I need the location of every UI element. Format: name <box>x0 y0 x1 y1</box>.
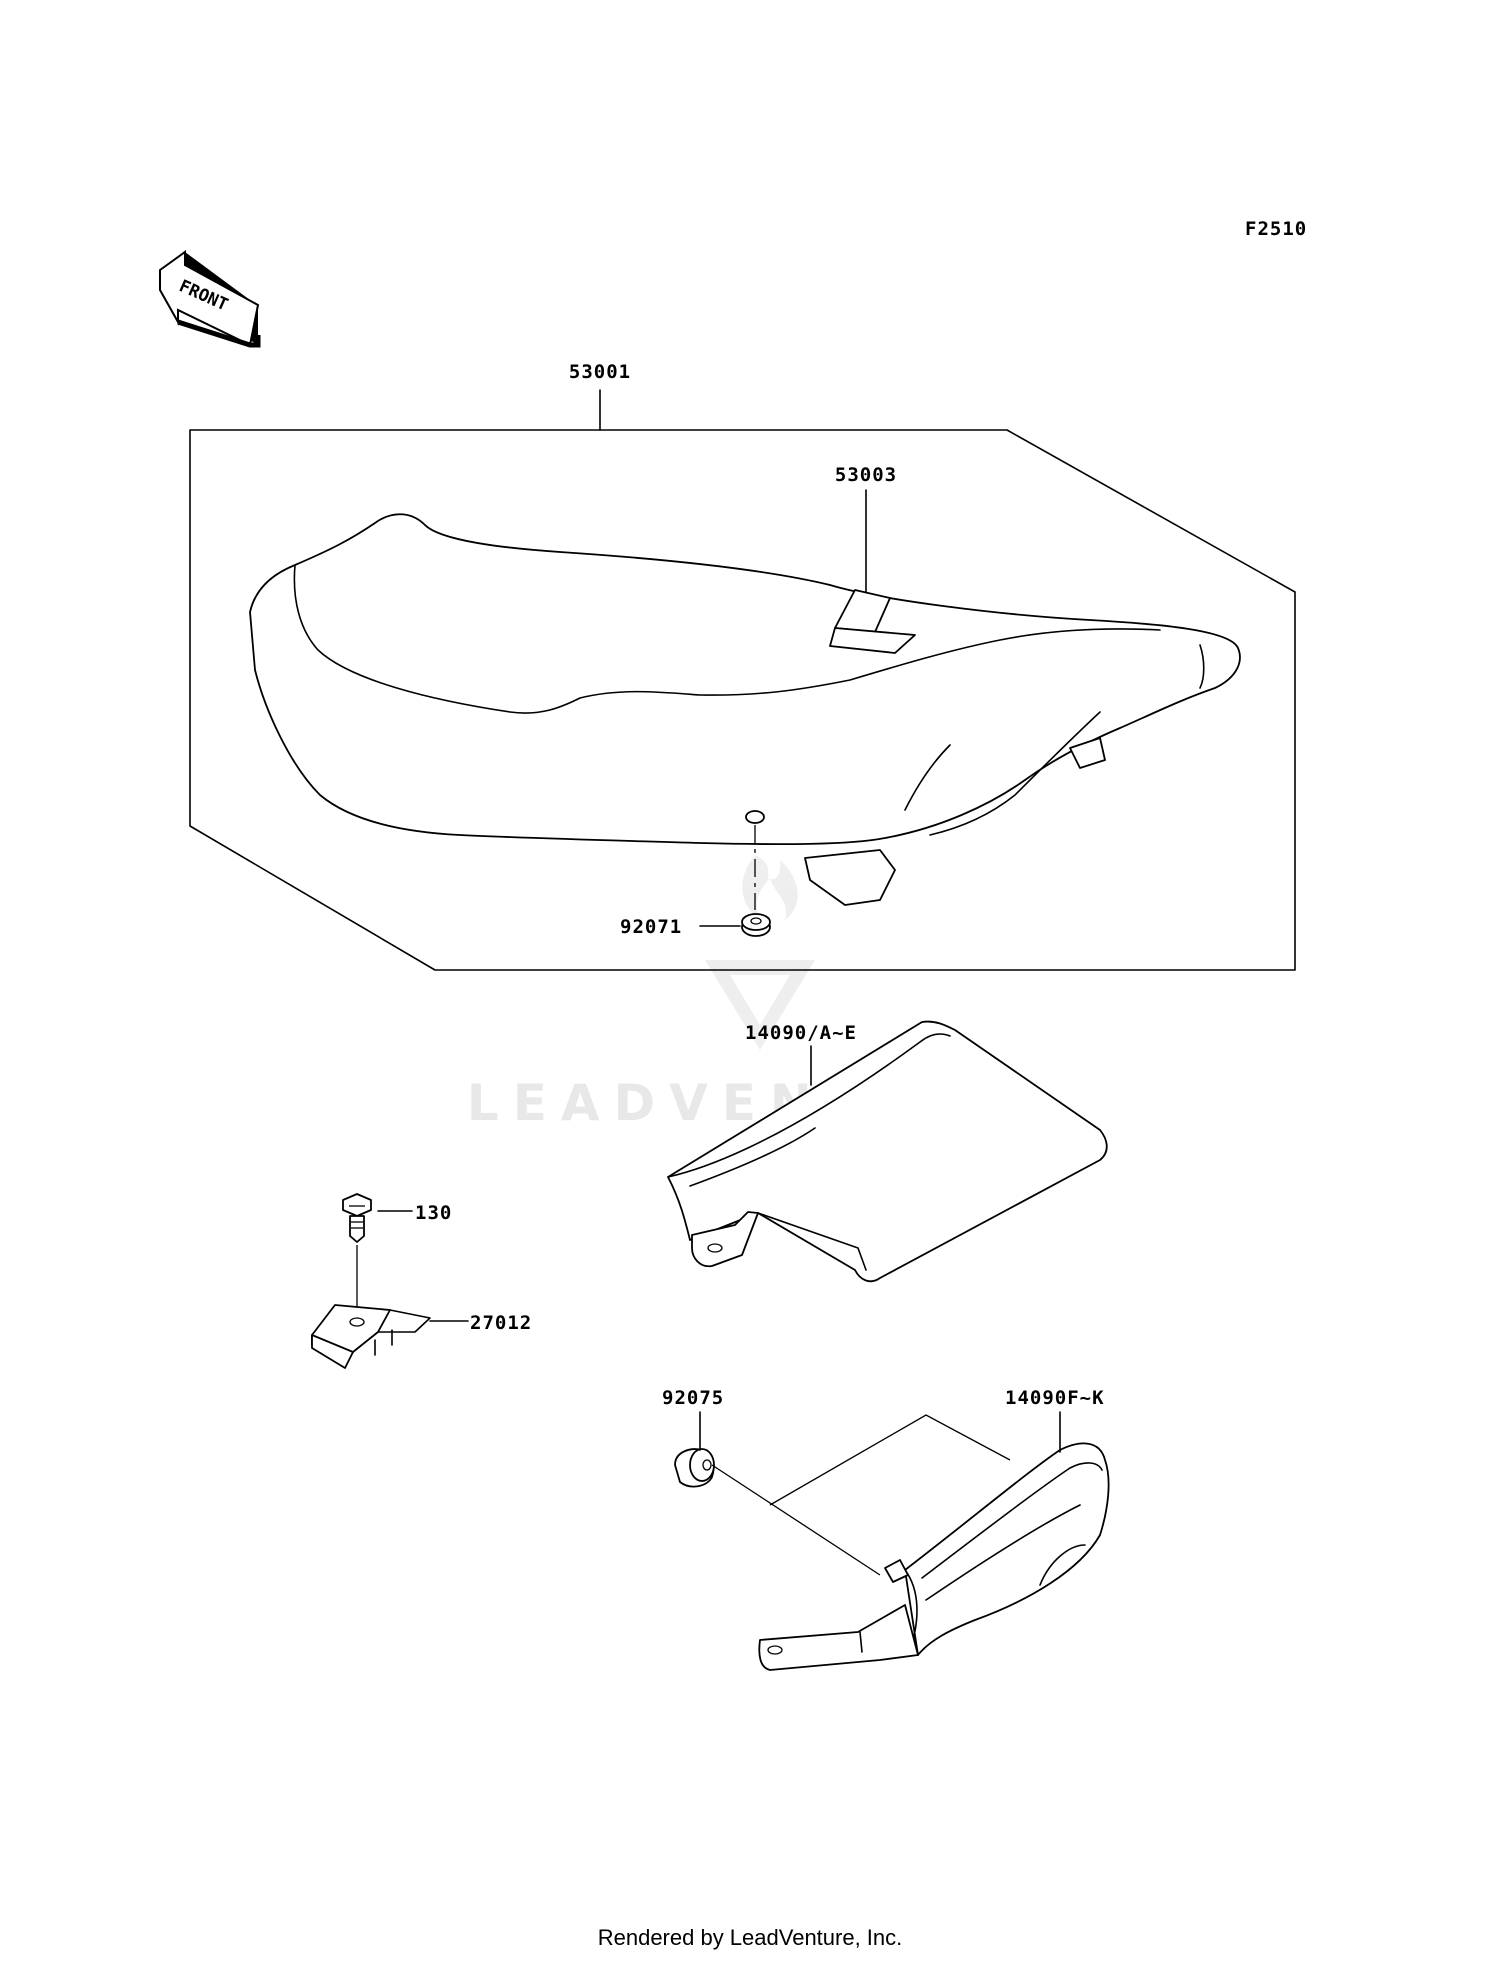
label-14090-a: 14090/A~E <box>745 1022 857 1044</box>
grommet-drawing <box>674 1448 715 1488</box>
seat-damper-drawing <box>741 913 771 937</box>
label-14090-f: 14090F~K <box>1005 1387 1105 1409</box>
cover-f-drawing <box>758 1442 1110 1671</box>
bolt-drawing <box>342 1193 372 1320</box>
connector-line-grommet <box>711 1464 881 1576</box>
seat-drawing <box>249 513 1241 910</box>
watermark-logo <box>705 855 815 1050</box>
connector-bracket <box>769 1414 1011 1506</box>
label-92071: 92071 <box>620 916 682 938</box>
front-arrow-icon: FRONT <box>159 250 261 348</box>
label-27012: 27012 <box>470 1312 532 1334</box>
label-53003: 53003 <box>835 464 897 486</box>
label-130: 130 <box>415 1202 452 1224</box>
diagram-code: F2510 <box>1245 218 1307 240</box>
label-53001: 53001 <box>569 361 631 383</box>
seat-assembly-frame <box>189 429 1296 971</box>
footer-credit: Rendered by LeadVenture, Inc. <box>598 1925 903 1950</box>
label-92075: 92075 <box>662 1387 724 1409</box>
cover-a-drawing <box>667 1020 1108 1283</box>
clamp-drawing <box>311 1304 431 1369</box>
